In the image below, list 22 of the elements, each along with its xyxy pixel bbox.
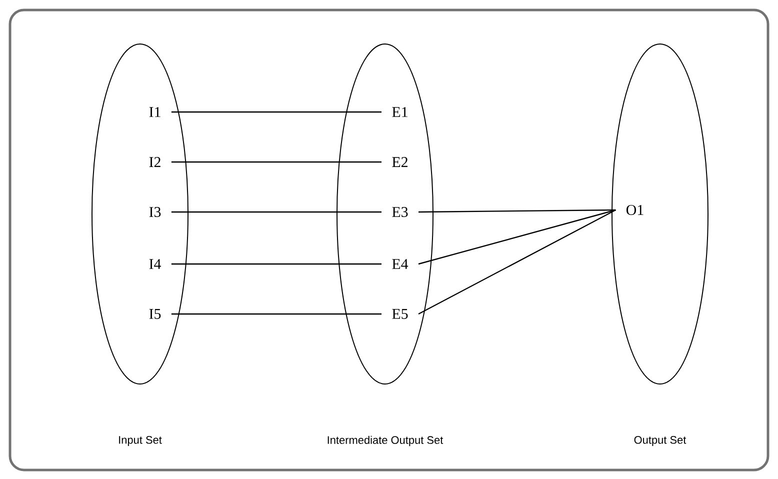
- connector-line: [171, 211, 382, 213]
- element-label: E1: [392, 107, 408, 117]
- element-label: I4: [149, 259, 161, 269]
- connector-line: [171, 313, 382, 315]
- element-label: E2: [392, 157, 408, 167]
- element-label: O1: [626, 204, 644, 215]
- connector-line: [171, 263, 382, 265]
- node-label: Intermediate Output Set: [328, 436, 444, 446]
- connector-line: [171, 111, 382, 113]
- connector-line: [418, 209, 616, 315]
- node-label: Output Set: [634, 436, 686, 446]
- element-label: E4: [392, 259, 408, 269]
- element-label: E3: [392, 206, 408, 217]
- element-label: I2: [149, 157, 160, 167]
- element-label: I3: [149, 206, 161, 217]
- node-label: Input Set: [119, 436, 162, 446]
- connector-line: [418, 209, 616, 265]
- element-label: I1: [149, 107, 160, 117]
- connector-line: [418, 209, 616, 213]
- element-label: E5: [392, 309, 408, 319]
- connector-line: [171, 161, 382, 163]
- element-label: I5: [149, 309, 161, 319]
